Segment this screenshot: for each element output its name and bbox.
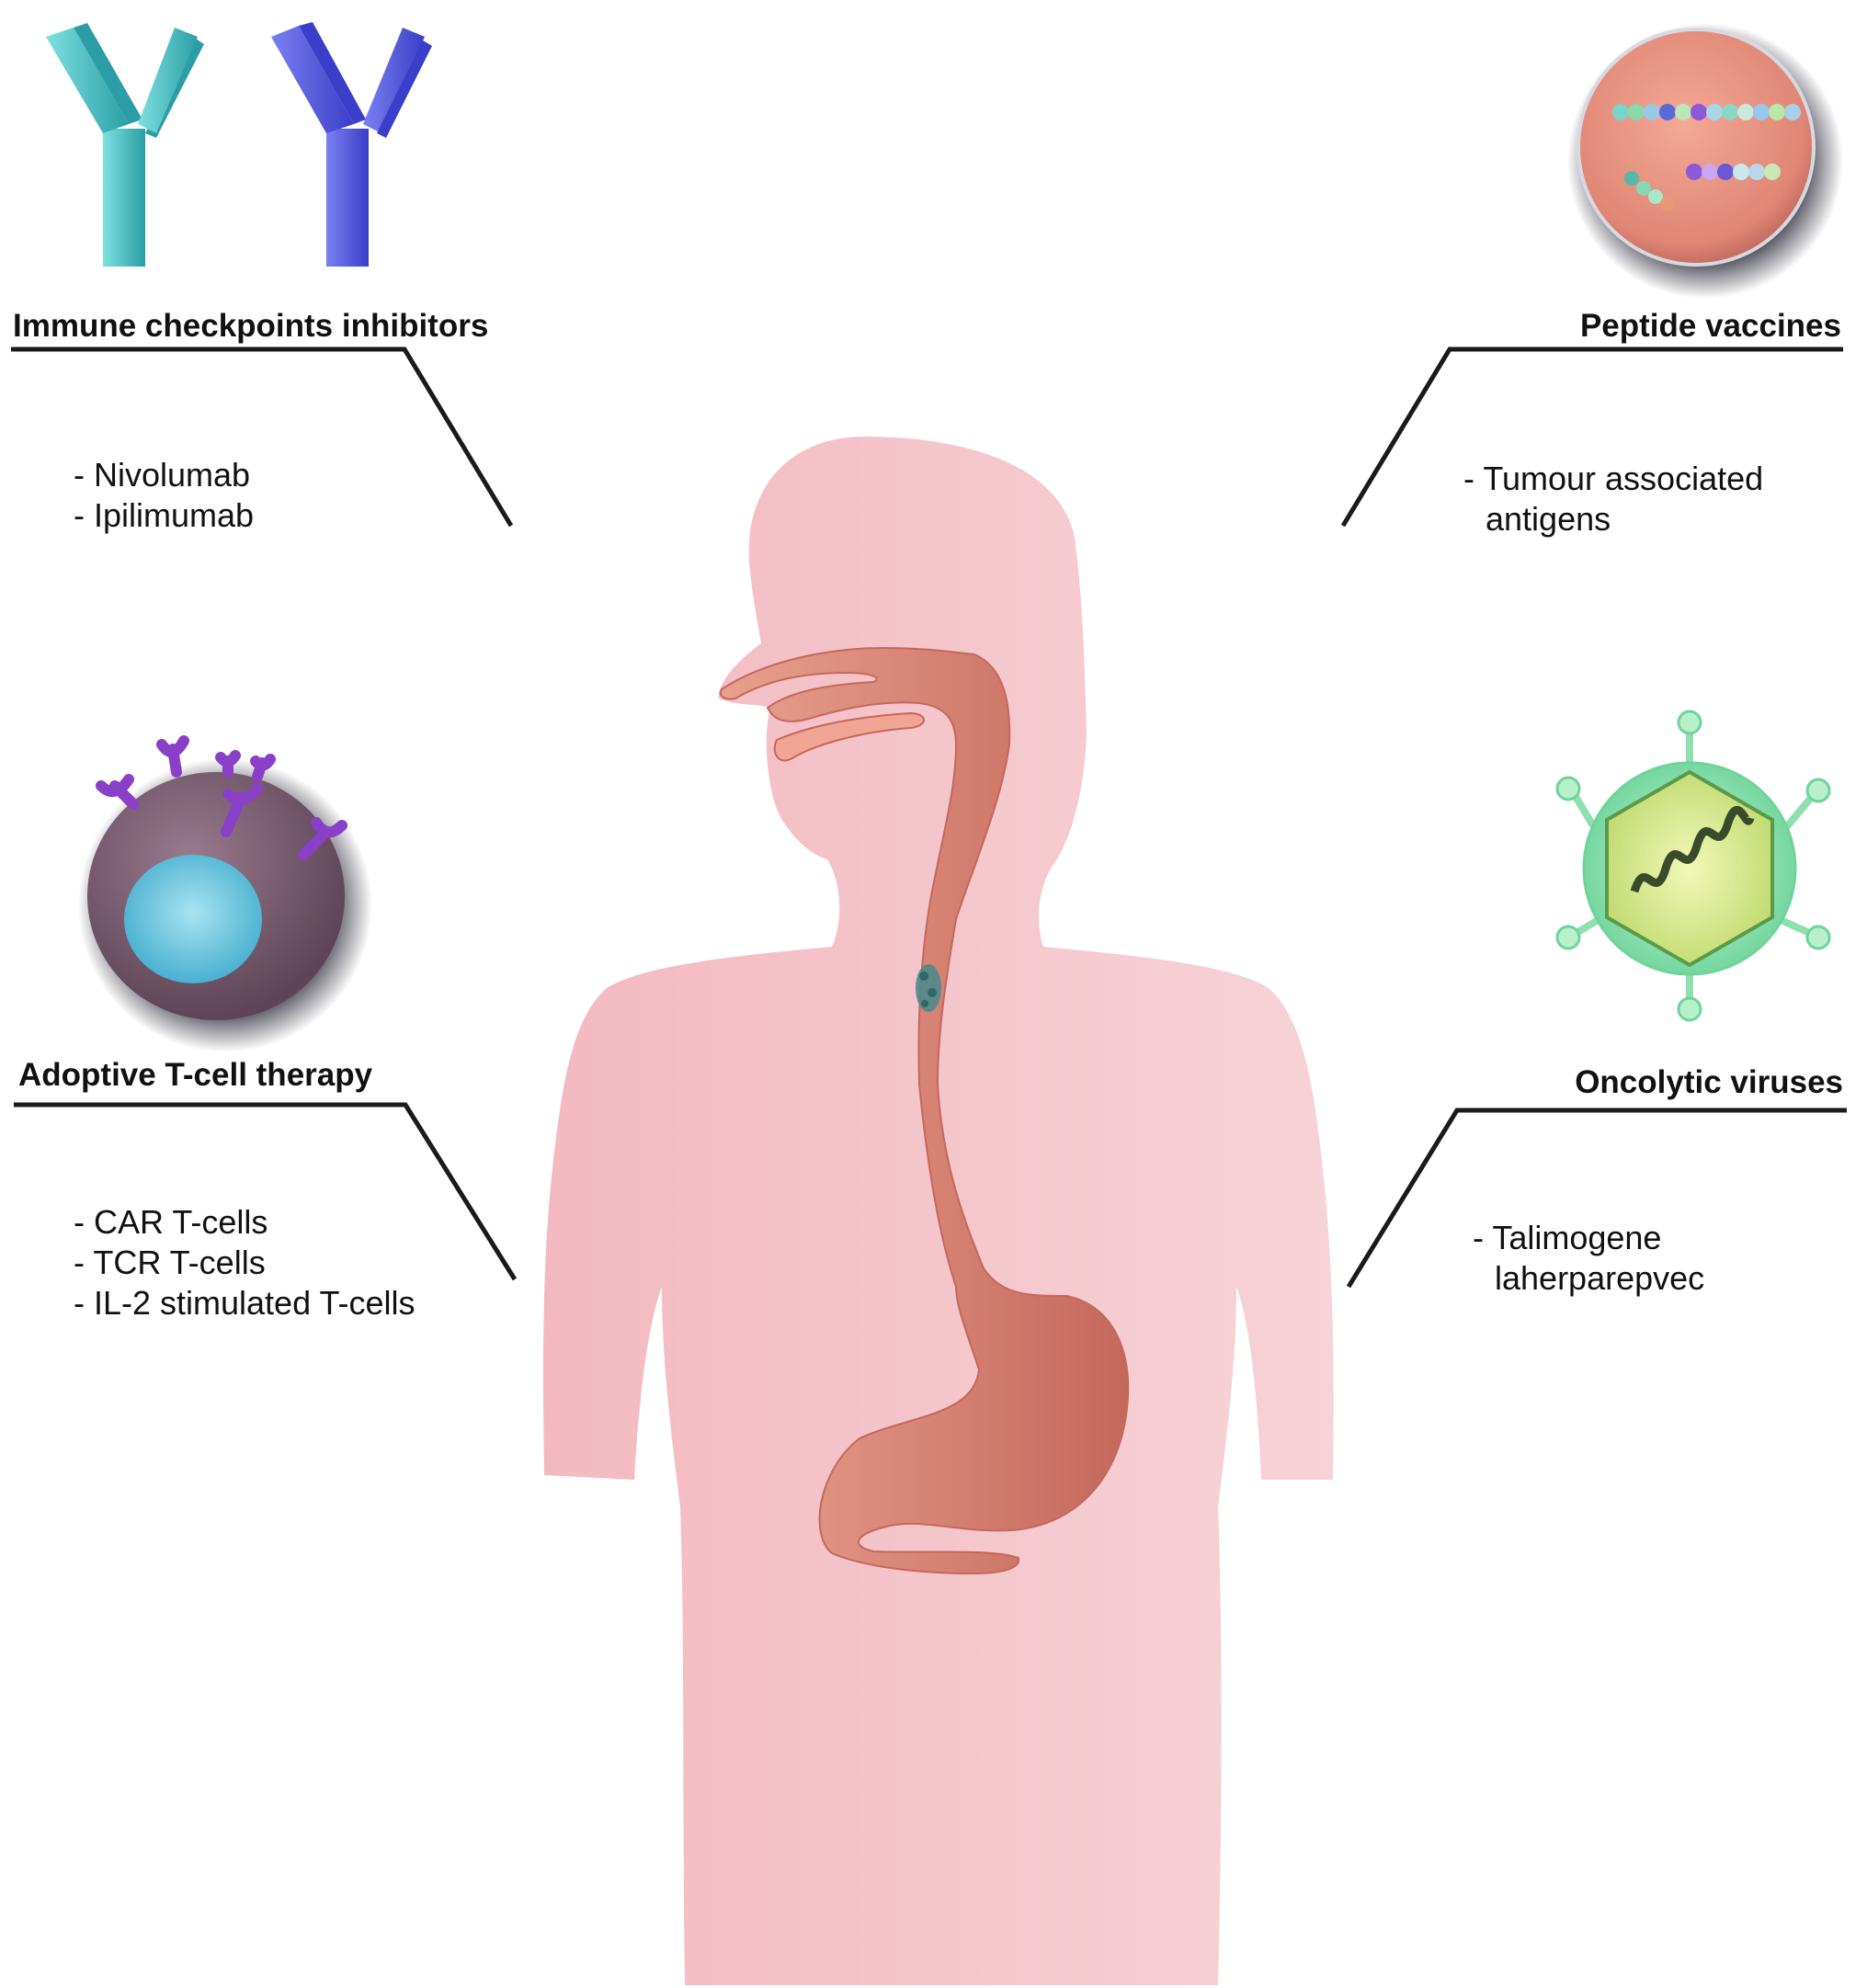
oncolytic-item-1: - Talimogene	[1473, 1218, 1661, 1258]
adoptive-item-2: - TCR T-cells	[74, 1243, 266, 1283]
t-cell-icon	[78, 741, 372, 1052]
virus-icon	[1557, 711, 1829, 1020]
checkpoint-heading: Immune checkpoints inhibitors	[13, 308, 488, 345]
peptide-item-2: antigens	[1463, 499, 1611, 540]
peptide-item-1: - Tumour associated	[1463, 459, 1763, 499]
adoptive-item-1: - CAR T-cells	[74, 1202, 268, 1243]
antibody-teal-icon	[46, 23, 204, 267]
checkpoint-item-1: - Nivolumab	[74, 455, 250, 495]
tumour-icon	[916, 964, 941, 1012]
peptide-heading: Peptide vaccines	[1580, 308, 1841, 345]
antibody-blue-icon	[271, 22, 432, 267]
oncolytic-item-2: laherparepvec	[1473, 1258, 1704, 1299]
checkpoint-item-2: - Ipilimumab	[74, 495, 254, 536]
oncolytic-heading: Oncolytic viruses	[1575, 1064, 1843, 1101]
adoptive-heading: Adoptive T-cell therapy	[18, 1057, 372, 1094]
adoptive-item-3: - IL-2 stimulated T-cells	[74, 1283, 415, 1323]
peptide-sphere-icon	[1567, 23, 1843, 299]
